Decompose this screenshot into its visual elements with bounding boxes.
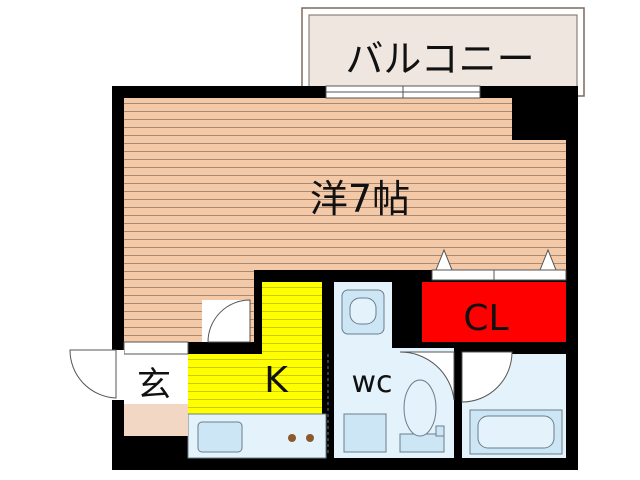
balcony-window bbox=[325, 85, 481, 99]
balcony bbox=[301, 7, 585, 97]
toilet-label: wc bbox=[351, 365, 392, 400]
entrance-door bbox=[69, 349, 124, 400]
closet bbox=[422, 248, 567, 342]
room-door bbox=[202, 299, 251, 343]
western-room-label: 洋7帖 bbox=[310, 177, 410, 221]
bathroom bbox=[461, 351, 566, 458]
corner-column bbox=[512, 98, 566, 140]
kitchen-counter bbox=[187, 413, 327, 459]
balcony-label: バルコニー bbox=[345, 37, 534, 81]
entrance bbox=[123, 341, 189, 436]
closet-label: CL bbox=[463, 298, 508, 339]
kitchen-label: K bbox=[264, 360, 289, 401]
entrance-label: 玄 bbox=[137, 365, 171, 405]
toilet-area bbox=[334, 282, 455, 458]
kitchen bbox=[188, 282, 322, 414]
western-room bbox=[124, 98, 566, 270]
